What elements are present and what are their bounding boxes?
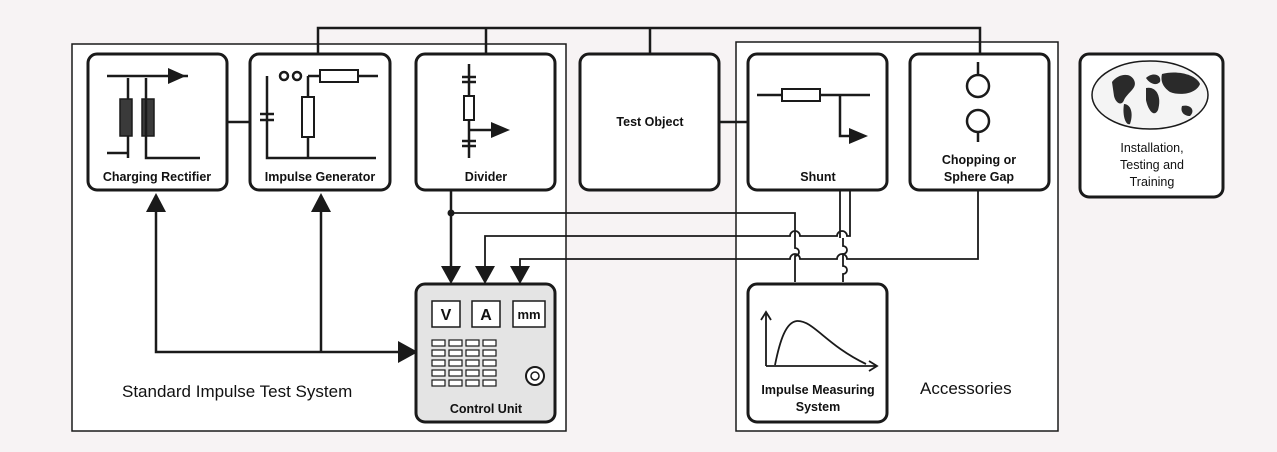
keypad-key (465, 369, 480, 377)
impulse-waveform-icon (760, 310, 879, 372)
top-bus-line (316, 26, 982, 54)
mm-meter-label: mm (517, 307, 540, 322)
keypad-key (465, 349, 480, 357)
chopping-sphere-gap-block: Chopping or Sphere Gap (908, 52, 1051, 192)
keypad-key (482, 349, 497, 357)
impulse-measuring-system-block: Impulse Measuring System (746, 282, 889, 424)
divider-label: Divider (465, 170, 508, 184)
keypad-key (448, 339, 463, 347)
installation-label-line1: Installation, (1120, 141, 1183, 155)
shunt-block: Shunt (746, 52, 889, 192)
knob-icon (525, 366, 545, 386)
keypad-key (431, 349, 446, 357)
keypad-key (431, 379, 446, 387)
impulse-generator-block: Impulse Generator (248, 52, 392, 192)
control-unit-block: V A mm Control Unit (414, 282, 557, 424)
ims-label-line1: Impulse Measuring (761, 383, 874, 397)
voltage-divider-icon (462, 64, 510, 158)
keypad-key (431, 369, 446, 377)
accessories-label: Accessories (920, 379, 1012, 398)
impulse-generator-label: Impulse Generator (265, 170, 376, 184)
chopping-label-line1: Chopping or (942, 153, 1016, 167)
test-object-block: Test Object (578, 52, 721, 192)
standard-system-label: Standard Impulse Test System (122, 382, 352, 401)
divider-block: Divider (414, 52, 557, 192)
divider-to-control-line (441, 190, 800, 284)
transformer-rectifier-icon (107, 68, 200, 160)
keypad-key (448, 379, 463, 387)
charging-rectifier-label: Charging Rectifier (103, 170, 211, 184)
keypad-key (482, 379, 497, 387)
keypad-key (465, 339, 480, 347)
charging-rectifier-block: Charging Rectifier (86, 52, 229, 192)
chopping-signal-line (510, 190, 979, 284)
installation-label-line2: Testing and (1120, 158, 1184, 172)
shunt-signal-line (475, 190, 851, 284)
keypad-key (482, 359, 497, 367)
control-keypad (431, 339, 497, 387)
world-map-icon (1091, 60, 1209, 130)
keypad-key (465, 379, 480, 387)
ammeter-label: A (480, 307, 492, 324)
voltmeter-label: V (441, 307, 452, 324)
keypad-key (465, 359, 480, 367)
sphere-gap-icon (965, 62, 991, 142)
keypad-key (482, 369, 497, 377)
keypad-key (431, 359, 446, 367)
keypad-key (448, 369, 463, 377)
keypad-key (448, 349, 463, 357)
chopping-label-line2: Sphere Gap (944, 170, 1015, 184)
keypad-key (431, 339, 446, 347)
meter-displays: V A mm (431, 300, 546, 328)
installation-training-block: Installation, Testing and Training (1078, 52, 1225, 199)
keypad-key (448, 359, 463, 367)
control-feedback-lines (146, 193, 418, 363)
test-object-label: Test Object (616, 115, 684, 129)
impulse-generator-circuit-icon (260, 69, 378, 160)
shunt-to-ims-line (839, 190, 848, 282)
ims-label-line2: System (796, 400, 840, 414)
control-unit-label: Control Unit (450, 402, 523, 416)
keypad-key (482, 339, 497, 347)
shunt-label: Shunt (800, 170, 836, 184)
installation-label-line3: Training (1130, 175, 1175, 189)
shunt-resistor-icon (757, 88, 870, 144)
